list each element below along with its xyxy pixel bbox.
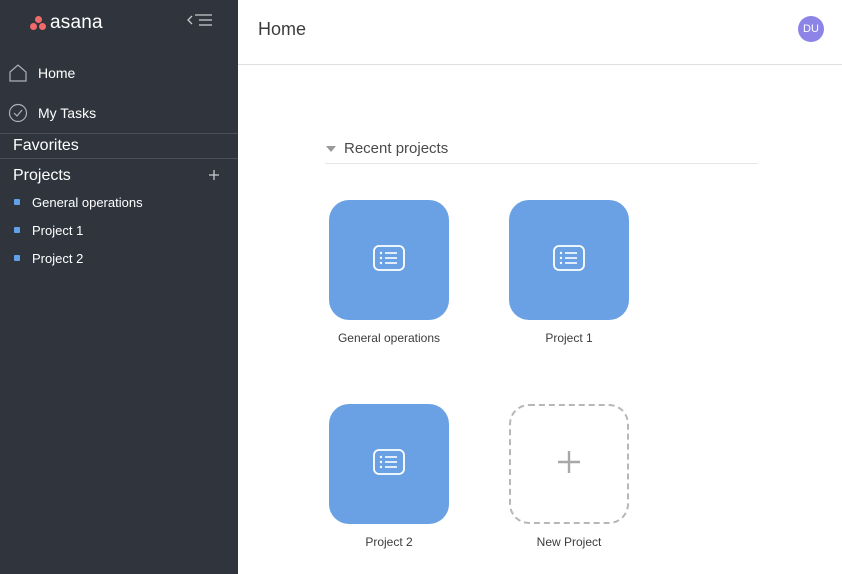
sidebar-item-label: My Tasks <box>38 105 97 121</box>
list-icon <box>373 244 405 276</box>
project-tile-label[interactable]: General operations <box>337 331 441 345</box>
asana-logo[interactable]: asana <box>30 13 103 33</box>
avatar[interactable]: DU <box>798 16 824 42</box>
triangle-down-icon <box>326 146 336 152</box>
sidebar-item-project-2[interactable]: Project 2 <box>0 246 238 270</box>
collapse-sidebar-icon[interactable] <box>186 12 214 32</box>
projects-title[interactable]: Projects <box>13 167 71 184</box>
sidebar-item-general-operations[interactable]: General operations <box>0 190 238 214</box>
sidebar-item-label: General operations <box>32 194 143 210</box>
sidebar: asana Home My Tasks Favorites Projects <box>0 0 238 574</box>
sidebar-item-label: Home <box>38 65 76 81</box>
sidebar-item-label: Project 1 <box>32 222 84 238</box>
home-icon <box>8 63 28 83</box>
favorites-title[interactable]: Favorites <box>13 137 79 154</box>
project-tile-project-1[interactable] <box>509 200 629 320</box>
project-color-dot <box>14 255 20 261</box>
page-title: Home <box>258 19 307 39</box>
project-tile-project-2[interactable] <box>329 404 449 524</box>
project-color-dot <box>14 199 20 205</box>
divider <box>0 158 238 159</box>
sidebar-item-home[interactable]: Home <box>0 55 238 91</box>
new-project-label[interactable]: New Project <box>536 535 602 549</box>
project-tile-general-operations[interactable] <box>329 200 449 320</box>
plus-icon <box>555 448 583 481</box>
sidebar-item-label: Project 2 <box>32 250 84 266</box>
project-tile-label[interactable]: Project 2 <box>365 535 413 549</box>
project-color-dot <box>14 227 20 233</box>
recent-projects-toggle[interactable]: Recent projects <box>325 139 758 164</box>
list-icon <box>373 448 405 480</box>
divider <box>0 133 238 134</box>
list-icon <box>553 244 585 276</box>
add-project-icon[interactable] <box>206 167 222 183</box>
sidebar-item-project-1[interactable]: Project 1 <box>0 218 238 242</box>
recent-projects-title: Recent projects <box>344 140 449 157</box>
top-bar: Home DU <box>238 0 842 65</box>
sidebar-item-my-tasks[interactable]: My Tasks <box>0 95 238 131</box>
new-project-tile[interactable] <box>509 404 629 524</box>
logo-text: asana <box>50 12 103 33</box>
project-tile-label[interactable]: Project 1 <box>545 331 593 345</box>
check-circle-icon <box>8 103 28 123</box>
asana-dots-icon <box>30 15 47 31</box>
